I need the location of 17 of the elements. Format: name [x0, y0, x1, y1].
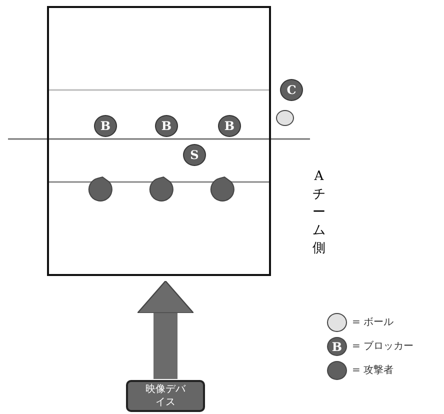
player-marker: B: [218, 115, 241, 137]
legend-text: = ブロッカー: [352, 340, 414, 353]
device-box: 映像デバイス: [126, 380, 205, 412]
attacker-marker: [149, 176, 174, 202]
legend-text: = 攻撃者: [352, 364, 394, 377]
arrow: [136, 280, 194, 379]
attacker-marker: [88, 176, 113, 202]
ball-marker: [276, 110, 294, 126]
player-marker: B: [155, 115, 178, 137]
legend-text: = ボール: [352, 316, 394, 329]
attacker-marker: [210, 176, 235, 202]
team-side-label: Aチーム側: [312, 168, 326, 258]
player-marker: B: [94, 115, 117, 137]
player-marker: C: [280, 79, 303, 101]
player-marker: S: [183, 144, 206, 166]
legend-symbol: B: [327, 337, 347, 356]
court-box: [47, 6, 271, 276]
